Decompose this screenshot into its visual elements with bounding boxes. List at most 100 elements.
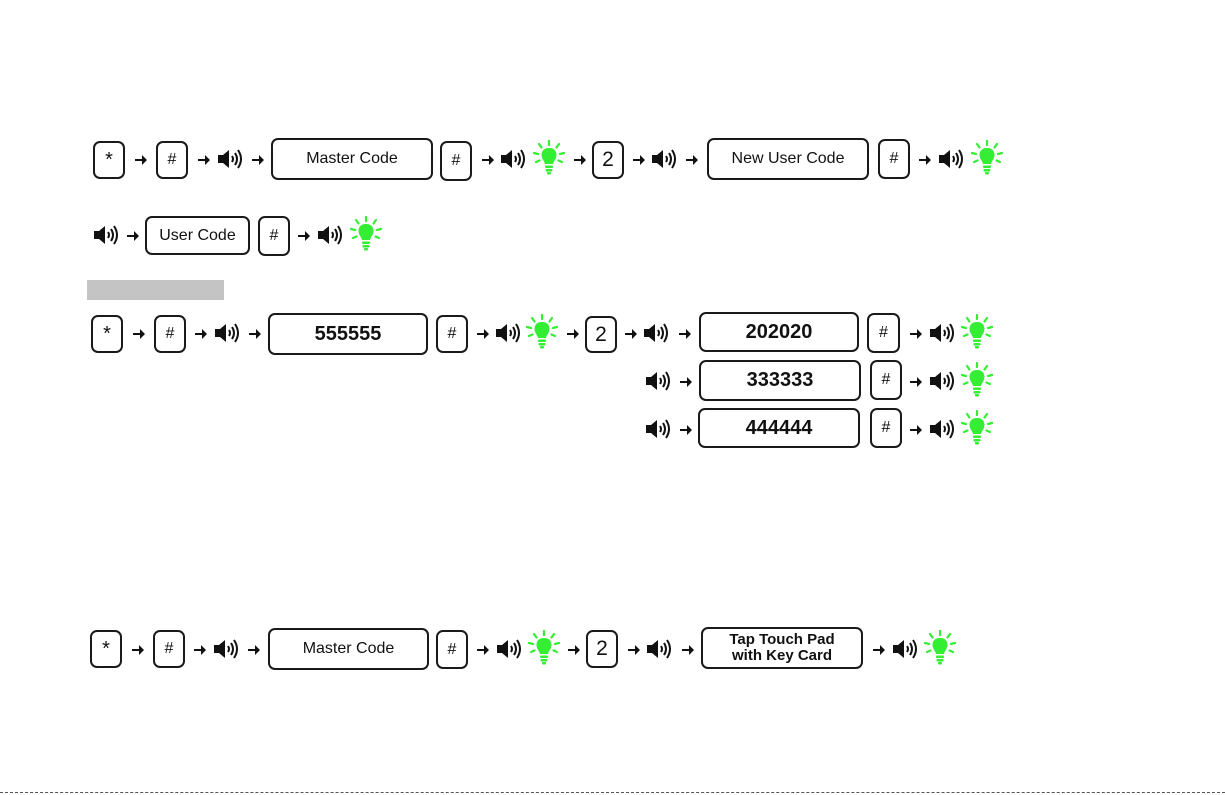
arrow-right-icon: [134, 153, 148, 167]
page-bottom-rule: [0, 792, 1225, 794]
master-code-key: Master Code: [268, 628, 429, 670]
arrow-right-icon: [627, 643, 641, 657]
hash-key: #: [867, 313, 900, 353]
arrow-right-icon: [624, 327, 638, 341]
green-light-icon: [961, 314, 993, 350]
arrow-right-icon: [679, 375, 693, 389]
arrow-right-icon: [476, 643, 490, 657]
hash-key: #: [440, 141, 472, 181]
speaker-icon: [645, 418, 671, 440]
digit-2-key: 2: [592, 141, 624, 179]
arrow-right-icon: [632, 153, 646, 167]
arrow-right-icon: [251, 153, 265, 167]
digit-2-key: 2: [585, 316, 617, 353]
arrow-right-icon: [567, 643, 581, 657]
star-key: *: [93, 141, 125, 179]
hash-key: #: [436, 630, 468, 669]
digit-2-label: 2: [602, 148, 614, 172]
speaker-icon: [643, 322, 669, 344]
arrow-right-icon: [681, 643, 695, 657]
arrow-right-icon: [131, 643, 145, 657]
hash-key-label: #: [448, 325, 457, 343]
user-code-value-key: 444444: [698, 408, 860, 448]
tap-line-1: Tap Touch Pad: [729, 632, 834, 648]
arrow-right-icon: [197, 153, 211, 167]
arrow-right-icon: [909, 375, 923, 389]
arrow-right-icon: [476, 327, 490, 341]
star-key-label: *: [102, 638, 110, 661]
master-code-label: Master Code: [306, 150, 398, 168]
master-code-value-key: 555555: [268, 313, 428, 355]
new-user-code-key: New User Code: [707, 138, 869, 180]
arrow-right-icon: [126, 229, 140, 243]
green-light-icon: [528, 630, 560, 666]
hash-key: #: [436, 315, 468, 353]
speaker-icon: [646, 638, 672, 660]
hash-key-label: #: [879, 324, 888, 342]
hash-key: #: [154, 315, 186, 353]
user-code-value-key: 333333: [699, 360, 861, 401]
speaker-icon: [500, 148, 526, 170]
arrow-right-icon: [918, 153, 932, 167]
hash-key: #: [156, 141, 188, 179]
arrow-right-icon: [194, 327, 208, 341]
green-light-icon: [350, 216, 382, 252]
arrow-right-icon: [248, 327, 262, 341]
arrow-right-icon: [573, 153, 587, 167]
digit-2-label: 2: [596, 637, 608, 661]
hash-key: #: [878, 139, 910, 179]
hash-key-label: #: [452, 152, 461, 170]
speaker-icon: [929, 418, 955, 440]
arrow-right-icon: [566, 327, 580, 341]
speaker-icon: [495, 322, 521, 344]
new-user-code-label: New User Code: [732, 150, 845, 168]
hash-key: #: [870, 408, 902, 448]
hash-key-label: #: [890, 150, 899, 168]
arrow-right-icon: [909, 423, 923, 437]
user-code-value-key: 202020: [699, 312, 859, 352]
arrow-right-icon: [247, 643, 261, 657]
digit-2-label: 2: [595, 323, 607, 347]
speaker-icon: [496, 638, 522, 660]
arrow-right-icon: [132, 327, 146, 341]
arrow-right-icon: [678, 327, 692, 341]
hash-key-label: #: [882, 371, 891, 389]
speaker-icon: [938, 148, 964, 170]
user-code-label: User Code: [159, 227, 235, 245]
speaker-icon: [892, 638, 918, 660]
green-light-icon: [961, 362, 993, 398]
section-highlight-bar: [87, 280, 224, 300]
green-light-icon: [924, 630, 956, 666]
arrow-right-icon: [872, 643, 886, 657]
green-light-icon: [961, 410, 993, 446]
speaker-icon: [645, 370, 671, 392]
speaker-icon: [93, 224, 119, 246]
star-key-label: *: [103, 323, 111, 346]
star-key: *: [90, 630, 122, 668]
arrow-right-icon: [909, 327, 923, 341]
master-code-label: Master Code: [303, 640, 395, 658]
speaker-icon: [217, 148, 243, 170]
green-light-icon: [533, 140, 565, 176]
speaker-icon: [213, 638, 239, 660]
green-light-icon: [971, 140, 1003, 176]
tap-line-2: with Key Card: [732, 648, 832, 664]
star-key-label: *: [105, 149, 113, 172]
user-code-value: 333333: [747, 369, 814, 392]
speaker-icon: [214, 322, 240, 344]
arrow-right-icon: [481, 153, 495, 167]
hash-key-label: #: [882, 419, 891, 437]
hash-key: #: [153, 630, 185, 668]
hash-key-label: #: [166, 325, 175, 343]
hash-key-label: #: [168, 151, 177, 169]
digit-2-key: 2: [586, 630, 618, 668]
master-code-key: Master Code: [271, 138, 433, 180]
star-key: *: [91, 315, 123, 353]
hash-key-label: #: [270, 227, 279, 245]
tap-touch-pad-key: Tap Touch Pad with Key Card: [701, 627, 863, 669]
arrow-right-icon: [679, 423, 693, 437]
hash-key: #: [870, 360, 902, 400]
arrow-right-icon: [193, 643, 207, 657]
master-code-value: 555555: [315, 323, 382, 346]
speaker-icon: [929, 370, 955, 392]
